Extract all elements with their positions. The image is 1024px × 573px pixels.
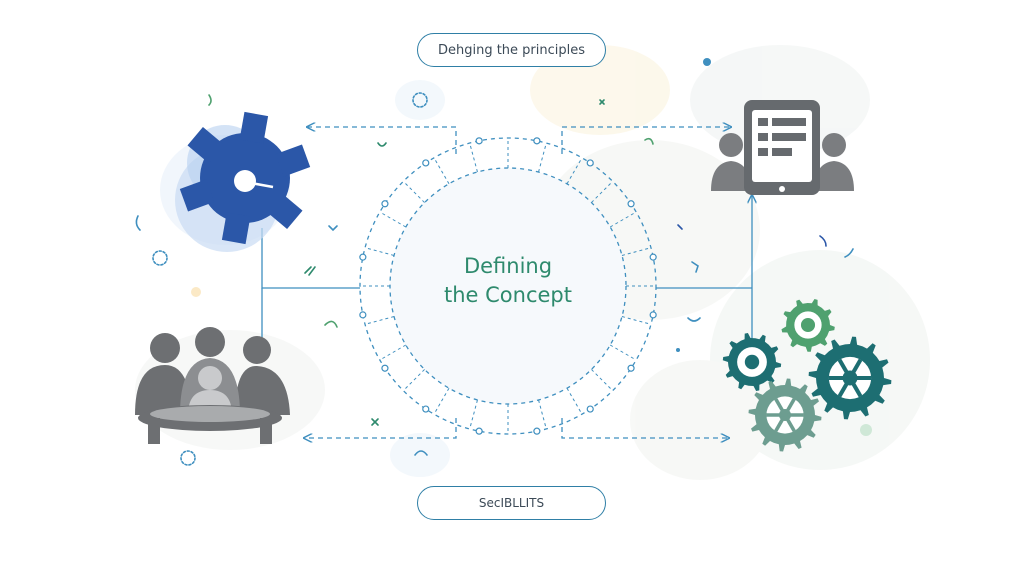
ring-node xyxy=(359,311,367,319)
connector-left xyxy=(261,228,360,289)
ring-node xyxy=(586,159,594,167)
ring-node xyxy=(475,137,483,145)
center-title-line2: the Concept xyxy=(444,283,572,307)
ring-spoke xyxy=(469,142,478,173)
decorative-doodles xyxy=(135,92,854,466)
connector-bottom-left xyxy=(305,418,457,438)
ring-node xyxy=(475,427,483,435)
gears-cluster-icon xyxy=(722,299,892,452)
center-title-line1: Defining xyxy=(463,254,553,278)
center-circle-group xyxy=(359,137,657,435)
ring-node xyxy=(649,253,657,261)
ring-node xyxy=(381,200,389,208)
ring-spoke xyxy=(364,316,395,325)
ring-node xyxy=(586,405,594,413)
ring-node xyxy=(381,364,389,372)
ring-spoke xyxy=(591,180,614,203)
gear-spoke xyxy=(848,358,863,380)
gear-spoke xyxy=(848,376,863,398)
ring-spoke xyxy=(591,369,614,392)
ring-spoke xyxy=(379,211,407,228)
team-meeting-icon xyxy=(135,327,290,444)
gear-spoke xyxy=(783,414,796,433)
ring-node xyxy=(649,311,657,319)
ring-node xyxy=(533,137,541,145)
ring-spoke xyxy=(566,157,583,185)
ring-spokes xyxy=(360,138,656,434)
ring-spoke xyxy=(433,157,450,185)
gear-spoke xyxy=(774,397,787,416)
ring-spoke xyxy=(364,247,395,256)
ring-spoke xyxy=(538,399,547,430)
gear-spoke xyxy=(774,414,787,433)
gear-hub xyxy=(744,354,760,370)
ring-spoke xyxy=(379,344,407,361)
ring-spoke xyxy=(469,399,478,430)
gear-spoke xyxy=(783,397,796,416)
ring-node xyxy=(422,405,430,413)
connector-top-left xyxy=(308,127,457,154)
ring-node xyxy=(422,159,430,167)
connector-bottom-right xyxy=(561,418,728,438)
principles-label-text: Dehging the principles xyxy=(437,42,586,58)
center-title: Defining the Concept xyxy=(400,252,616,310)
ring-spoke xyxy=(609,211,637,228)
principles-label: Dehging the principles xyxy=(417,33,606,67)
connector-top-right xyxy=(561,127,730,154)
ring-spoke xyxy=(566,387,583,415)
gear-icon xyxy=(175,111,311,252)
ring-spoke xyxy=(433,387,450,415)
decorative-dots xyxy=(191,58,872,436)
tablet-users-icon xyxy=(711,100,854,195)
ring-spoke xyxy=(402,369,425,392)
ring-spoke xyxy=(402,180,425,203)
gear-spoke xyxy=(837,376,852,398)
ring-node xyxy=(533,427,541,435)
ring-nodes xyxy=(359,137,657,435)
ring-node xyxy=(627,364,635,372)
ring-spoke xyxy=(609,344,637,361)
ring-spoke xyxy=(538,142,547,173)
gear-hub xyxy=(800,317,816,333)
bottom-label-text: SecIBLLITS xyxy=(478,496,545,510)
ring-node xyxy=(359,253,367,261)
bottom-label: SecIBLLITS xyxy=(417,486,606,520)
ring-spoke xyxy=(621,247,652,256)
gear-spoke xyxy=(837,358,852,380)
connectors xyxy=(261,127,752,438)
ring-spoke xyxy=(621,316,652,325)
ring-node xyxy=(627,200,635,208)
